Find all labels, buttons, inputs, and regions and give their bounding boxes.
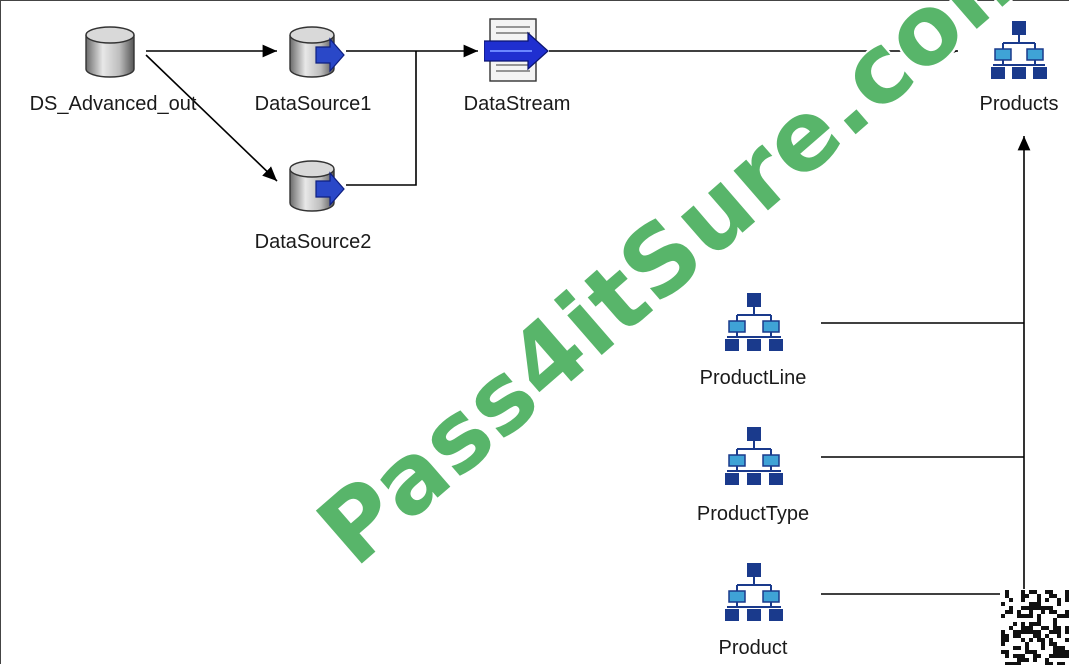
node-label: ProductType bbox=[696, 503, 810, 525]
qr-code-icon bbox=[1000, 589, 1069, 665]
node-label: Products bbox=[979, 93, 1059, 115]
hierarchy-icon bbox=[725, 563, 783, 621]
hierarchy-icon bbox=[725, 293, 783, 351]
node-label: DataSource1 bbox=[254, 93, 372, 115]
datastream-icon bbox=[484, 18, 549, 82]
datasource-icon bbox=[289, 160, 345, 212]
hierarchy-icon bbox=[725, 427, 783, 485]
node-label: Product bbox=[718, 637, 788, 659]
connector-datasource2-to-join bbox=[346, 51, 417, 186]
node-label: ProductLine bbox=[699, 367, 807, 389]
node-label: DS_Advanced_out bbox=[29, 93, 197, 115]
datasource-icon bbox=[289, 26, 345, 78]
hierarchy-icon bbox=[991, 21, 1047, 79]
node-label: DataSource2 bbox=[254, 231, 372, 253]
database-cylinder-icon bbox=[85, 26, 135, 78]
connector-ds-to-datasource2 bbox=[145, 54, 278, 182]
node-label: DataStream bbox=[463, 93, 571, 115]
